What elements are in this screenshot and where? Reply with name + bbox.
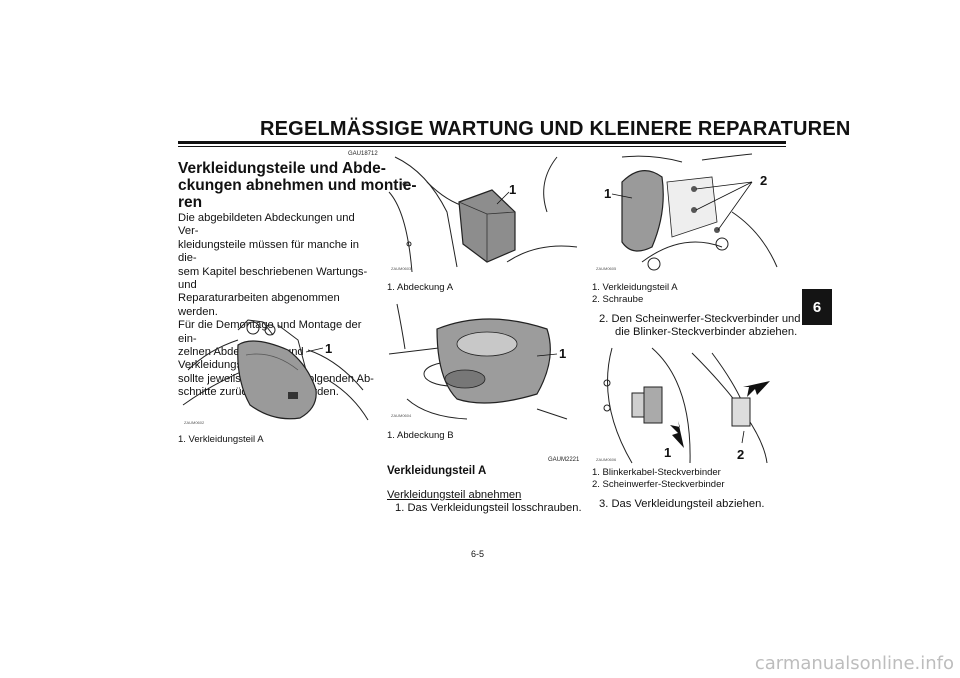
callout-1: 1	[509, 182, 517, 197]
body-line: Die abgebildeten Abdeckungen und Ver-	[178, 212, 355, 238]
procedure-step-2: 2. Den Scheinwerfer-Steckverbinder und d…	[599, 313, 800, 340]
heading-line: ren	[178, 194, 203, 211]
figure-code-label: ZAUM0604	[391, 413, 412, 418]
procedure-step-1: 1. Das Verkleidungsteil losschrauben.	[395, 502, 582, 514]
callout-2: 2	[737, 447, 745, 462]
figure-code-label: ZAUM0602	[184, 420, 205, 425]
callout-1: 1	[664, 445, 672, 460]
callout-1: 1	[604, 186, 612, 201]
heading-line: ckungen abnehmen und montie-	[178, 177, 417, 194]
chapter-tab[interactable]: 6	[802, 289, 832, 325]
body-line: kleidungsteile müssen für manche in die-	[178, 238, 359, 265]
body-line: sem Kapitel beschriebenen Wartungs- und	[178, 265, 368, 292]
callout-1: 1	[325, 341, 333, 356]
figure-connectors: ZAUM0606	[596, 347, 770, 464]
figure-caption: 1. Abdeckung A	[387, 282, 454, 293]
step-line: 2. Den Scheinwerfer-Steckverbinder und	[599, 313, 801, 325]
page-number: 6-5	[471, 549, 485, 559]
page-header-title: REGELMÄSSIGE WARTUNG UND KLEINERE REPARA…	[260, 118, 851, 140]
figure-cowling-screws: ZAUM0605	[596, 153, 778, 271]
figure-code-label: ZAUM0603	[391, 266, 412, 271]
figure-code-label: ZAUM0605	[596, 266, 617, 271]
heading-line: Verkleidungsteile und Abde-	[178, 160, 386, 177]
figure-front-cowling: ZAUM0602	[182, 319, 369, 425]
figure-caption: 1. Verkleidungsteil A	[178, 434, 264, 445]
procedure-step-3: 3. Das Verkleidungsteil abziehen.	[599, 498, 765, 510]
header-rule-thin	[178, 146, 786, 147]
figure-code-label: ZAUM0606	[596, 457, 617, 462]
figure-cover-a: ZAUM0603	[388, 156, 578, 273]
step-line: die Blinker-Steckverbinder abziehen.	[615, 326, 798, 339]
caption-line: 2. Schraube	[592, 294, 644, 305]
watermark: carmanualsonline.info	[754, 653, 954, 674]
figure-caption: 1. Blinkerkabel-Steckverbinder 2. Schein…	[592, 467, 725, 491]
figure-caption: 1. Abdeckung B	[387, 430, 454, 441]
header-rule-thick	[178, 141, 786, 144]
section-code: GAU18712	[348, 151, 378, 157]
figure-caption: 1. Verkleidungsteil A 2. Schraube	[592, 282, 678, 306]
subsection-heading: Verkleidungsteil A	[387, 465, 487, 477]
body-line: Reparaturarbeiten abgenommen werden.	[178, 292, 340, 318]
caption-line: 2. Scheinwerfer-Steckverbinder	[592, 479, 725, 490]
caption-line: 1. Verkleidungsteil A	[592, 282, 678, 293]
section-code: GAUM2221	[548, 457, 580, 463]
callout-1: 1	[559, 346, 567, 361]
procedure-title: Verkleidungsteil abnehmen	[387, 489, 522, 501]
figure-cover-b: ZAUM0604	[388, 303, 568, 420]
callout-2: 2	[760, 173, 768, 188]
section-heading: Verkleidungsteile und Abde- ckungen abne…	[178, 160, 417, 211]
caption-line: 1. Blinkerkabel-Steckverbinder	[592, 467, 721, 478]
